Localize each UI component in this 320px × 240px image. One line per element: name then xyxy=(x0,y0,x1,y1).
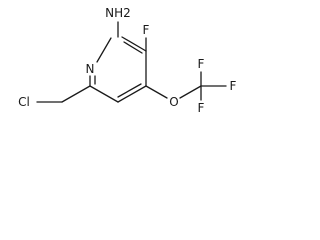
bond-c4-o xyxy=(145,85,168,99)
bond-c2-c3-inner xyxy=(123,41,143,54)
bond-c5-c6 xyxy=(89,85,119,103)
bond-c2-c3 xyxy=(121,36,147,52)
bond-c4-c5-inner xyxy=(117,83,142,98)
bond-c6-ch2 xyxy=(61,85,91,103)
cf3-fluorine-right-label: F xyxy=(230,79,237,93)
chlorine-label: Cl xyxy=(18,95,30,109)
bond-n-c2 xyxy=(96,37,112,63)
ring-fluorine-label: F xyxy=(143,23,150,37)
structure-diagram: NH2 N F O Cl F F F xyxy=(18,6,237,115)
bond-c4-c5 xyxy=(117,85,147,103)
cf3-fluorine-bottom-label: F xyxy=(198,101,205,115)
bond-o-cf3 xyxy=(179,85,202,99)
amine-label: NH2 xyxy=(105,6,131,20)
oxygen-label: O xyxy=(169,95,178,109)
cf3-fluorine-top-label: F xyxy=(198,57,205,71)
ring-nitrogen-label: N xyxy=(86,62,95,76)
